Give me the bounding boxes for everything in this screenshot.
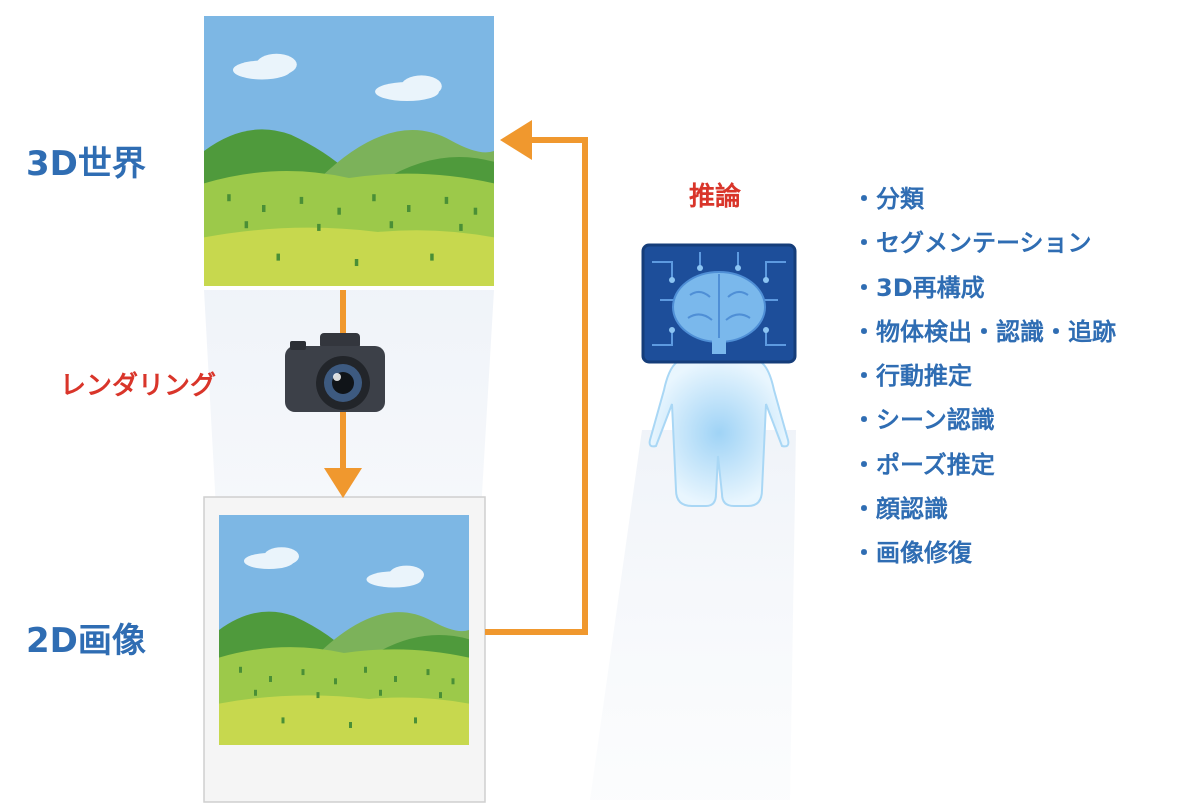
camera-icon: [285, 333, 385, 412]
light-beam-right: [590, 430, 796, 800]
task-list: ・分類 ・セグメンテーション ・3D再構成 ・物体検出・認識・追跡 ・行動推定 …: [852, 183, 1116, 582]
task-item: ・行動推定: [852, 362, 972, 391]
inference-label: 推論: [689, 182, 742, 212]
task-item: ・分類: [852, 185, 924, 213]
task-item: ・セグメンテーション: [852, 229, 1092, 258]
feedback-arrow-line: [485, 137, 588, 635]
feedback-arrow-head: [500, 120, 532, 160]
photo-print: [203, 496, 486, 803]
task-item: ・画像修復: [852, 539, 972, 568]
task-item: ・3D再構成: [852, 273, 985, 302]
image-label: 2D画像: [26, 621, 146, 661]
world-landscape-picture: [204, 16, 494, 286]
task-item: ・顔認識: [852, 495, 948, 524]
task-item: ・物体検出・認識・追跡: [852, 317, 1116, 346]
ai-brain-figure-icon: [641, 243, 797, 507]
rendering-arrow-head: [324, 468, 362, 498]
rendering-label: レンダリング: [60, 371, 217, 401]
task-item: ・シーン認識: [852, 406, 995, 435]
world-label: 3D世界: [26, 144, 146, 184]
task-item: ・ポーズ推定: [852, 450, 995, 479]
